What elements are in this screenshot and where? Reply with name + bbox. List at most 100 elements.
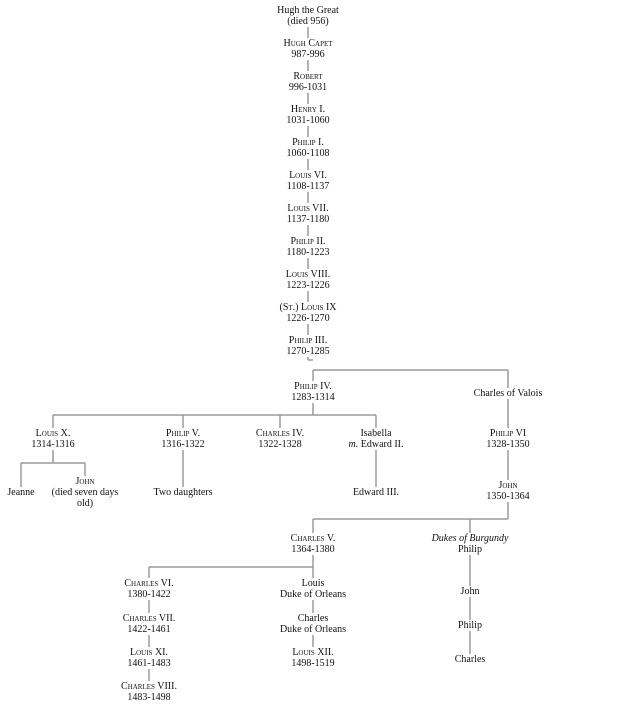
person-detail: 987-996 xyxy=(291,49,325,60)
person-charles-burgundy: Charles xyxy=(453,654,487,665)
person-detail: m. Edward II. xyxy=(348,439,404,450)
person-louis-xii: Louis XII.1498-1519 xyxy=(290,647,336,669)
person-detail: 1031-1060 xyxy=(286,115,330,126)
person-name: Philip II. xyxy=(290,236,326,247)
person-detail: 1060-1108 xyxy=(286,148,330,159)
person-name: Dukes of Burgundy xyxy=(431,533,509,544)
person-detail: 1180-1223 xyxy=(286,247,330,258)
person-name: Philip xyxy=(458,620,482,631)
person-philip-i: Philip I.1060-1108 xyxy=(285,137,331,159)
person-detail: 1328-1350 xyxy=(486,439,530,450)
person-detail: 996-1031 xyxy=(288,82,328,93)
person-detail: 1364-1380 xyxy=(291,544,335,555)
person-name: Philip IV. xyxy=(294,381,332,392)
person-jeanne: Jeanne xyxy=(6,487,36,498)
person-detail: 1350-1364 xyxy=(486,491,530,502)
person-detail: 1483-1498 xyxy=(127,692,171,703)
person-name: Louis XI. xyxy=(130,647,168,658)
person-name: Philip III. xyxy=(288,335,328,346)
person-name: Charles V. xyxy=(290,533,336,544)
person-name: Philip I. xyxy=(292,137,324,148)
person-john-burgundy: John xyxy=(459,586,481,597)
person-charles-viii: Charles VIII.1483-1498 xyxy=(120,681,178,703)
person-name: Hugh Capet xyxy=(283,38,333,49)
person-name: Robert xyxy=(293,71,323,82)
person-detail: 1316-1322 xyxy=(161,439,205,450)
person-detail: 1226-1270 xyxy=(286,313,330,324)
person-detail: 1461-1483 xyxy=(127,658,171,669)
person-name: John xyxy=(460,586,480,597)
person-name: Louis VI. xyxy=(289,170,327,181)
person-name: Henry I. xyxy=(290,104,326,115)
person-detail: Philip xyxy=(458,544,482,555)
person-detail: 1314-1316 xyxy=(31,439,75,450)
person-philip-burgundy-2: Philip xyxy=(457,620,483,631)
person-louis-x: Louis X.1314-1316 xyxy=(30,428,76,450)
person-charles-of-valois: Charles of Valois xyxy=(472,388,544,399)
person-philip-iv: Philip IV.1283-1314 xyxy=(290,381,336,403)
person-henry-i: Henry I.1031-1060 xyxy=(285,104,331,126)
person-name: Philip V. xyxy=(165,428,201,439)
person-charles-vi: Charles VI.1380-1422 xyxy=(123,578,175,600)
person-name: John xyxy=(75,476,95,487)
married-marker: m. xyxy=(348,439,359,450)
person-name: Charles VIII. xyxy=(121,681,177,692)
person-name: Louis xyxy=(301,578,325,589)
person-name: Louis VII. xyxy=(287,203,329,214)
person-name: Hugh the Great xyxy=(277,5,339,16)
person-name: Charles xyxy=(297,613,329,624)
person-louis-xi: Louis XI.1461-1483 xyxy=(126,647,172,669)
person-name: Charles of Valois xyxy=(473,388,543,399)
person-detail: 1322-1328 xyxy=(258,439,302,450)
person-name: Louis X. xyxy=(35,428,71,439)
person-name: (St.) Louis IX xyxy=(279,302,337,313)
person-charles-vii: Charles VII.1422-1461 xyxy=(121,613,177,635)
person-detail: Duke of Orleans xyxy=(279,589,347,600)
person-louis-vii: Louis VII.1137-1180 xyxy=(285,203,331,225)
person-detail: Duke of Orleans xyxy=(279,624,347,635)
person-philip-ii: Philip II.1180-1223 xyxy=(285,236,331,258)
person-detail: (died seven days xyxy=(51,487,119,498)
person-name: Charles xyxy=(454,654,486,665)
person-detail: 1498-1519 xyxy=(291,658,335,669)
person-two-daughters: Two daughters xyxy=(152,487,214,498)
person-name: Jeanne xyxy=(7,487,35,498)
person-name: Two daughters xyxy=(153,487,213,498)
person-detail: 1270-1285 xyxy=(286,346,330,357)
person-name: Charles VII. xyxy=(122,613,176,624)
person-charles-v: Charles V.1364-1380 xyxy=(289,533,337,555)
person-name: Charles VI. xyxy=(124,578,174,589)
person-philip-v: Philip V.1316-1322 xyxy=(160,428,206,450)
person-name: John xyxy=(498,480,518,491)
person-louis-vi: Louis VI.1108-1137 xyxy=(285,170,331,192)
person-name: Louis XII. xyxy=(292,647,334,658)
person-detail: (died 956) xyxy=(287,16,329,27)
person-detail: 1422-1461 xyxy=(127,624,171,635)
person-detail: old) xyxy=(76,498,94,509)
person-philip-iii: Philip III.1270-1285 xyxy=(285,335,331,357)
person-charles-iv: Charles IV.1322-1328 xyxy=(254,428,306,450)
person-name: Charles IV. xyxy=(255,428,305,439)
person-name: Isabella xyxy=(360,428,392,439)
person-name: Philip VI xyxy=(489,428,527,439)
person-louis-viii: Louis VIII.1223-1226 xyxy=(284,269,332,291)
person-detail: 1380-1422 xyxy=(127,589,171,600)
person-detail: 1283-1314 xyxy=(291,392,335,403)
person-detail: 1137-1180 xyxy=(286,214,330,225)
person-edward-iii: Edward III. xyxy=(351,487,401,498)
person-hugh-the-great: Hugh the Great(died 956) xyxy=(276,5,340,27)
person-detail: 1223-1226 xyxy=(286,280,330,291)
person-name: Louis VIII. xyxy=(285,269,331,280)
person-name: Edward III. xyxy=(352,487,400,498)
